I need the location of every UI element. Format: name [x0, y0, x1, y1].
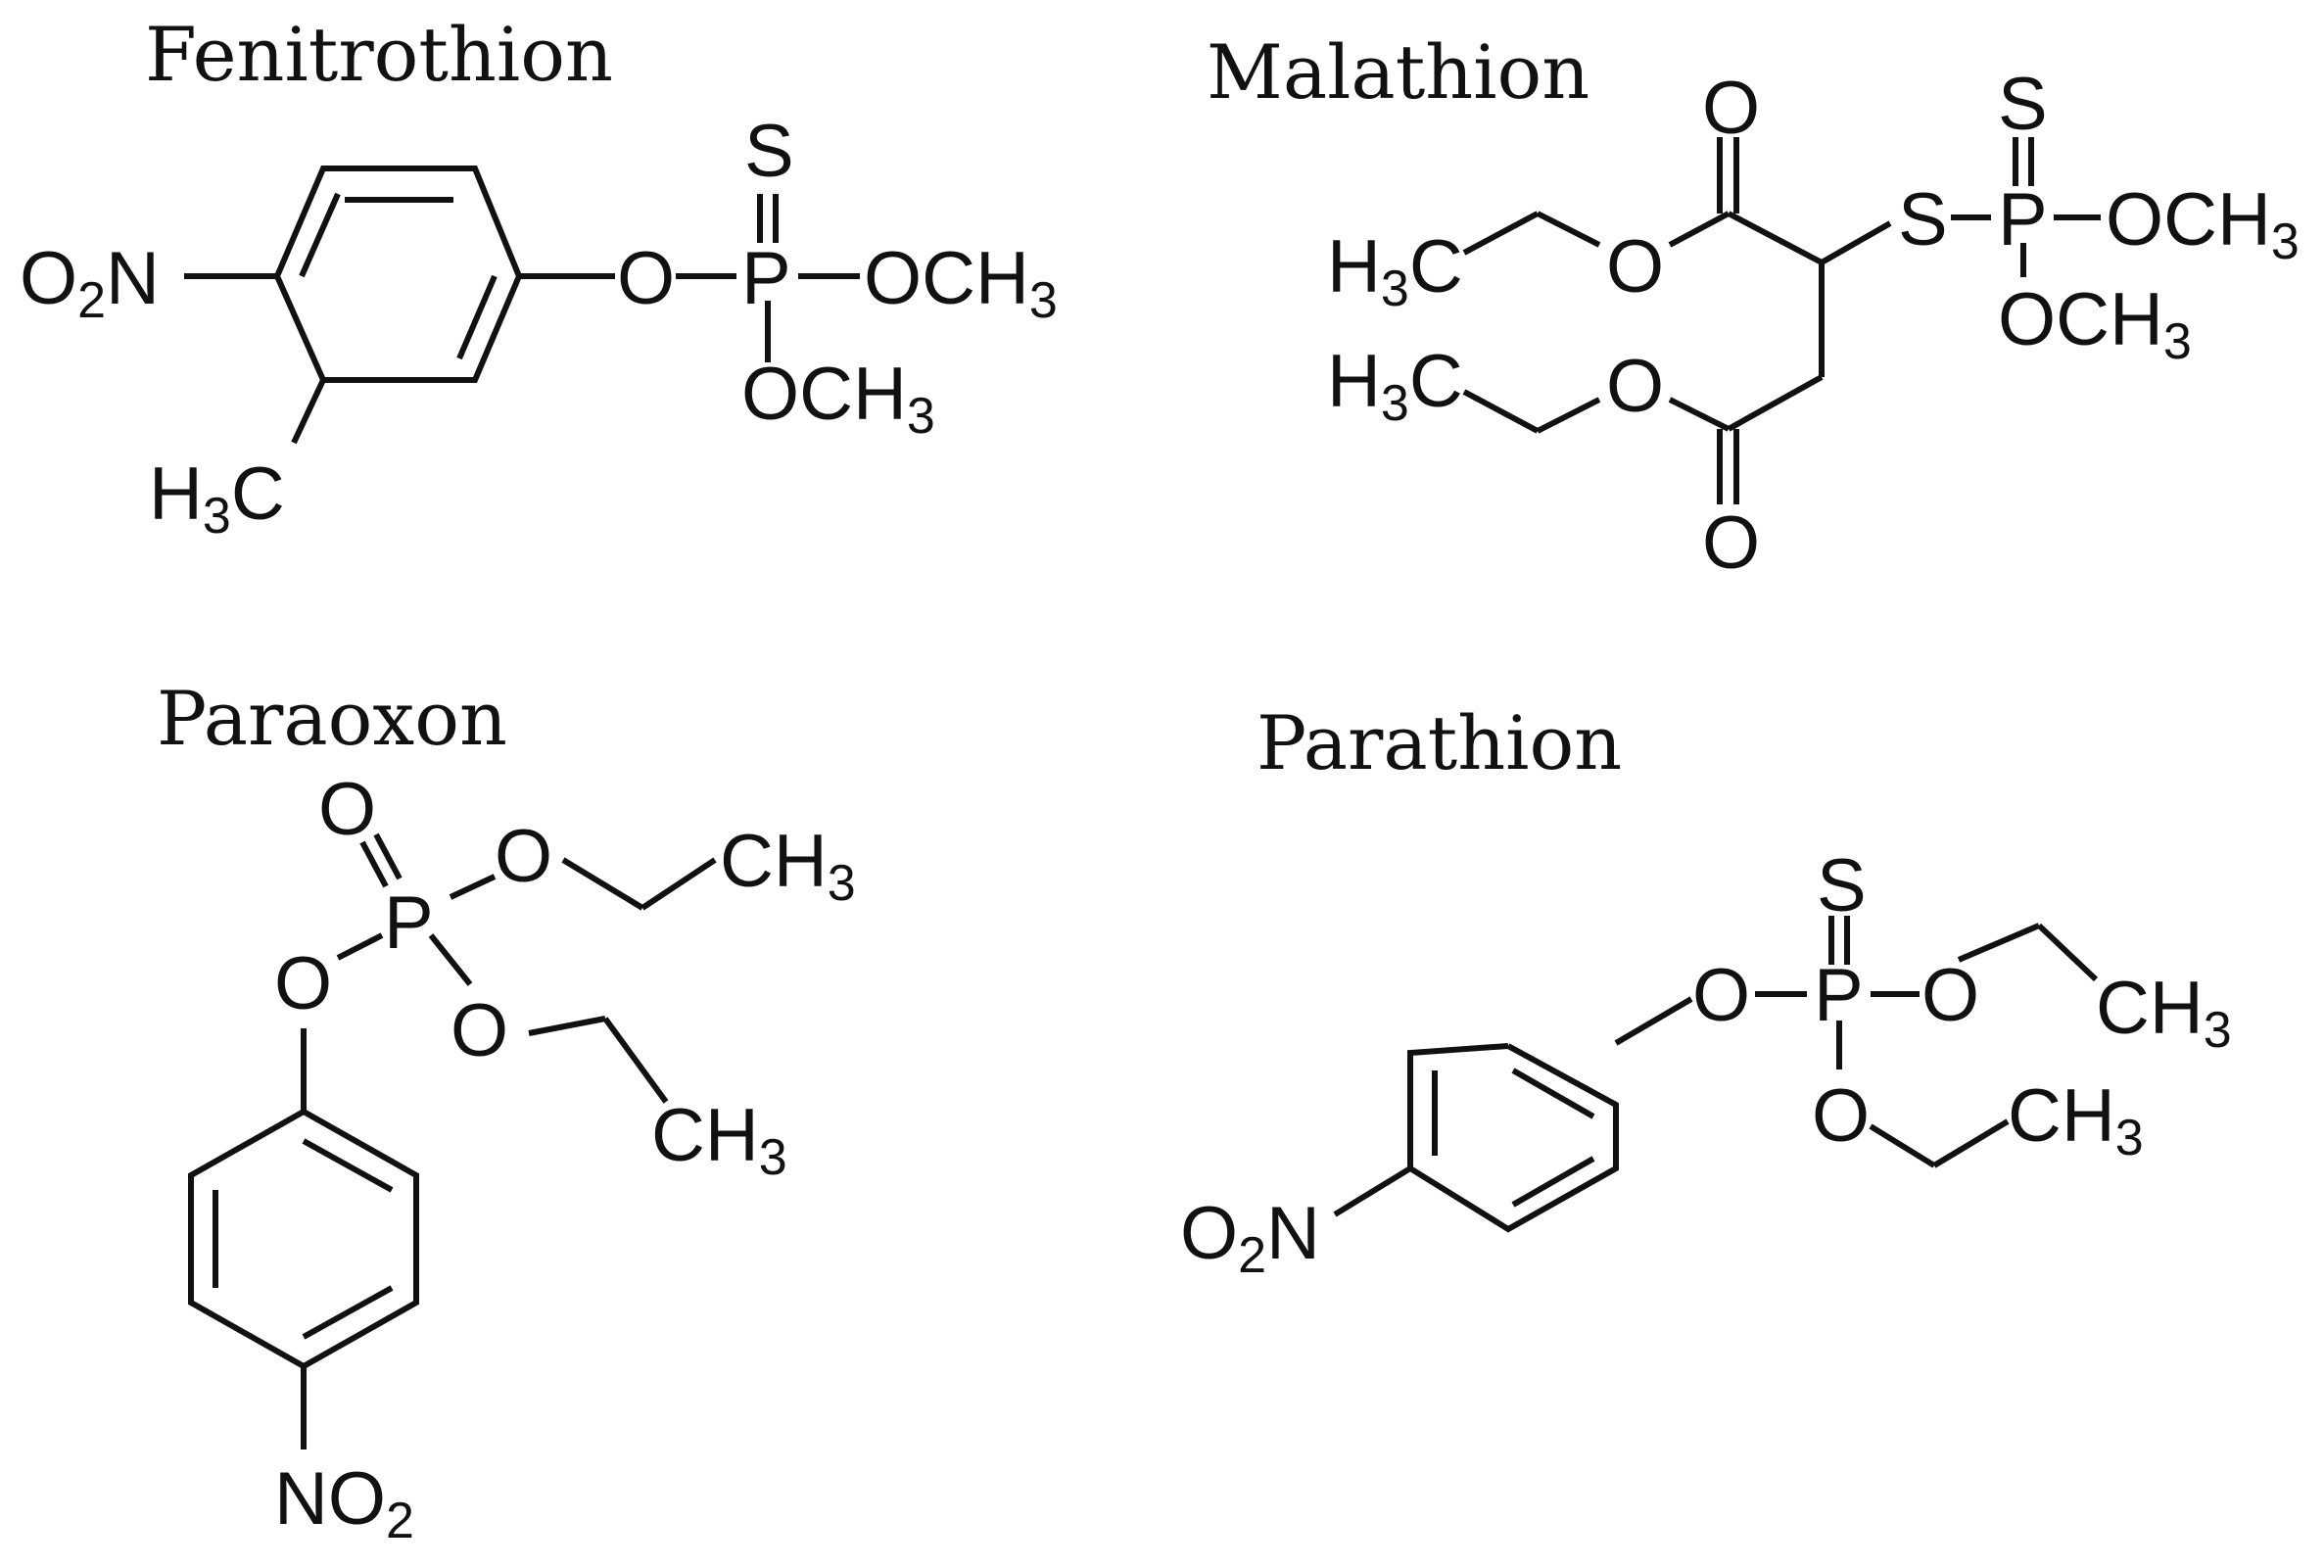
ring-double-bond — [1511, 1156, 1595, 1208]
paraoxon-title: Paraoxon — [157, 675, 507, 762]
ethyl-group: H3C — [1327, 340, 1463, 432]
ethoxy-oxygen: O — [1921, 954, 1979, 1037]
benzene-ring — [1407, 1043, 1619, 1233]
methyl-group: H3C — [149, 452, 285, 545]
paraoxon-structure: Paraoxon O O CH3 P O O CH3 NO2 — [157, 675, 856, 1549]
ester-oxygen: O — [1606, 345, 1664, 428]
p-o-double-bond — [359, 840, 389, 888]
c-s-bond — [1820, 220, 1892, 265]
ethyl-group: CH3 — [720, 820, 856, 912]
phosphorus-atom: P — [1814, 954, 1864, 1037]
o-ethyl-bond — [1957, 923, 2041, 963]
oxygen-atom: O — [617, 237, 675, 320]
nitro-group: NO2 — [274, 1457, 414, 1549]
ethyl-group: CH3 — [2096, 967, 2232, 1059]
aryl-oxygen: O — [1692, 954, 1750, 1037]
nitro-group: O2N — [20, 237, 160, 329]
carbonyl-oxygen: O — [1702, 67, 1760, 150]
ethyl-bond — [1462, 211, 1540, 256]
ring-double-bond — [1511, 1068, 1595, 1119]
ring-double-bond — [302, 1285, 394, 1340]
ethyl-group: H3C — [1327, 225, 1463, 317]
ethyl-bond — [602, 1017, 669, 1104]
benzene-ring — [188, 1109, 419, 1370]
ethoxy-oxygen: O — [451, 989, 508, 1072]
p-o-bond — [428, 933, 473, 986]
sulfur-atom: S — [1898, 178, 1948, 261]
malathion-title: Malathion — [1207, 28, 1589, 116]
oxo-oxygen: O — [318, 768, 376, 851]
o-carbonyl-bond — [1668, 211, 1731, 248]
fenitrothion-bonds — [184, 166, 860, 445]
sulfur-atom: S — [1817, 844, 1867, 927]
ring-double-bond — [302, 1138, 394, 1193]
ethyl-o-bond — [1536, 211, 1601, 248]
paraoxon-bonds — [188, 832, 717, 1449]
ring-double-bond — [456, 274, 498, 360]
parathion-structure: Parathion S O P O CH3 O CH3 O2N — [1180, 699, 2232, 1284]
ring-double-bond — [299, 192, 341, 278]
p-o-bond — [336, 932, 384, 961]
aryl-oxygen: O — [274, 942, 332, 1025]
phosphorus-atom: P — [741, 237, 791, 320]
ethoxy-oxygen: O — [1812, 1074, 1870, 1158]
methoxy-group: OCH3 — [1998, 278, 2192, 370]
ethyl-bond — [1932, 1118, 2010, 1168]
ethyl-group: CH3 — [2008, 1074, 2144, 1166]
carbonyl-oxygen: O — [1702, 501, 1760, 585]
phosphorus-atom: P — [1998, 178, 2048, 261]
parathion-title: Parathion — [1257, 699, 1622, 786]
methoxy-group: OCH3 — [864, 237, 1058, 329]
sulfur-atom: S — [744, 110, 794, 193]
o-ethyl-bond — [1536, 397, 1601, 434]
malathion-bonds — [1462, 137, 2101, 504]
nitro-bond — [1333, 1165, 1412, 1217]
ethyl-group: CH3 — [651, 1094, 787, 1186]
fenitrothion-structure: Fenitrothion O2N S O P OCH3 OCH3 H3C — [20, 11, 1058, 545]
c-c-bond — [1727, 374, 1824, 432]
methoxy-group: OCH3 — [741, 353, 935, 445]
nitro-group: O2N — [1180, 1192, 1320, 1284]
carbonyl-o-bond — [1668, 397, 1731, 432]
o-ethyl-bond — [528, 1016, 606, 1036]
p-o-double-bond — [373, 832, 403, 880]
aryl-o-bond — [1614, 996, 1693, 1046]
ethyl-bond — [2036, 923, 2099, 982]
methoxy-group: OCH3 — [2106, 178, 2300, 270]
ethoxy-oxygen: O — [495, 815, 552, 898]
methyl-bond — [291, 378, 326, 445]
c-c-bond — [1727, 211, 1824, 265]
malathion-structure: Malathion O S H3C O S P OCH — [1207, 28, 2300, 585]
parathion-bonds — [1333, 916, 2099, 1233]
sulfur-atom: S — [1998, 63, 2048, 146]
ethyl-bond — [640, 857, 717, 911]
ester-oxygen: O — [1606, 225, 1664, 309]
o-ethyl-bond — [1869, 1123, 1936, 1168]
fenitrothion-title: Fenitrothion — [145, 11, 613, 98]
p-o-bond — [449, 874, 497, 900]
ethyl-bond — [1462, 389, 1540, 434]
o-ethyl-bond — [561, 857, 644, 911]
phosphorus-atom: P — [384, 881, 434, 965]
